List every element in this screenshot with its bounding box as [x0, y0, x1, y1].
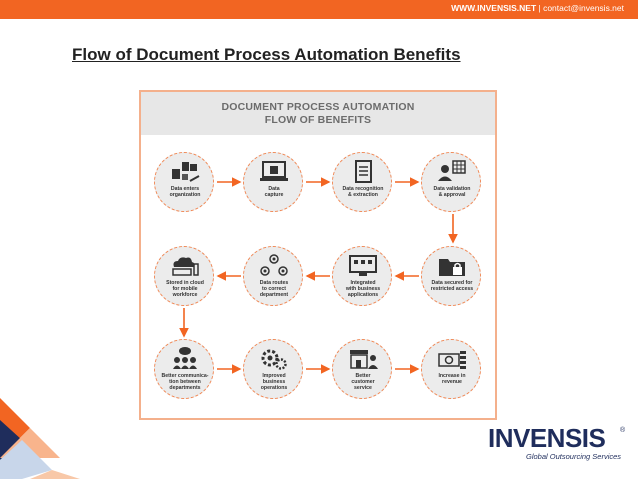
contact-line: WWW.INVENSIS.NET | contact@invensis.net: [451, 3, 624, 13]
infographic: DOCUMENT PROCESS AUTOMATION FLOW OF BENE…: [139, 90, 497, 420]
step-3: Data recognition & extraction: [332, 152, 392, 212]
step-label: Data recognition & extraction: [342, 186, 384, 198]
lock-folder-icon: [439, 259, 465, 276]
step-label: Data validation & approval: [433, 186, 471, 198]
step-label: Data enters organization: [169, 186, 201, 198]
step-7: Data routes to correct department: [243, 246, 303, 306]
user-grid-icon: [438, 160, 466, 181]
step-4: Data validation & approval: [421, 152, 481, 212]
step-9: Better communica- tion between departmen…: [154, 339, 214, 399]
step-label: Improved business operations: [260, 373, 288, 391]
network-users-icon: [260, 254, 288, 276]
logo-tagline: Global Outsourcing Services: [526, 452, 622, 461]
cloud-laptop-icon: [172, 257, 199, 276]
laptop-upload-icon: [260, 161, 288, 181]
infographic-header: [141, 92, 495, 135]
email-link[interactable]: contact@invensis.net: [543, 3, 624, 13]
store-customer-icon: [350, 350, 378, 369]
step-label: Data capture: [264, 186, 284, 198]
monitor-apps-icon: [349, 255, 377, 276]
step-8: Stored in cloud for mobile workforce: [154, 246, 214, 306]
infographic-title-line2: FLOW OF BENEFITS: [264, 114, 372, 126]
step-5: Data secured for restricted access: [421, 246, 481, 306]
step-2: Data capture: [243, 152, 303, 212]
decorative-triangles: [0, 398, 80, 479]
registered-mark: ®: [620, 427, 626, 434]
slide-title: Flow of Document Process Automation Bene…: [72, 45, 461, 64]
step-label: Better communica- tion between departmen…: [161, 373, 209, 391]
money-stack-icon: [438, 351, 466, 369]
step-6: Integrated with business applications: [332, 246, 392, 306]
top-bar: WWW.INVENSIS.NET | contact@invensis.net: [0, 0, 638, 19]
step-11: Better customer service: [332, 339, 392, 399]
flow-arrows: [179, 177, 458, 374]
step-1: Data enters organization: [154, 152, 214, 212]
document-scan-icon: [355, 160, 372, 183]
step-label: Better customer service: [351, 373, 375, 391]
logo-text: INVENSIS: [488, 423, 606, 453]
step-label: Increase in revenue: [438, 373, 466, 385]
separator: |: [536, 3, 544, 13]
website-link[interactable]: WWW.INVENSIS.NET: [451, 3, 537, 13]
team-chat-icon: [173, 347, 197, 369]
step-label: Integrated with business applications: [345, 280, 381, 298]
step-label: Data secured for restricted access: [430, 280, 474, 292]
step-label: Data routes to correct department: [259, 280, 289, 298]
invensis-logo: INVENSIS ® Global Outsourcing Services: [488, 423, 628, 463]
document-stack-icon: [172, 162, 200, 182]
step-label: Stored in cloud for mobile workforce: [166, 280, 204, 298]
infographic-title-line1: DOCUMENT PROCESS AUTOMATION: [221, 101, 415, 113]
step-10: Improved business operations: [243, 339, 303, 399]
step-12: Increase in revenue: [421, 339, 481, 399]
gears-icon: [261, 349, 287, 370]
